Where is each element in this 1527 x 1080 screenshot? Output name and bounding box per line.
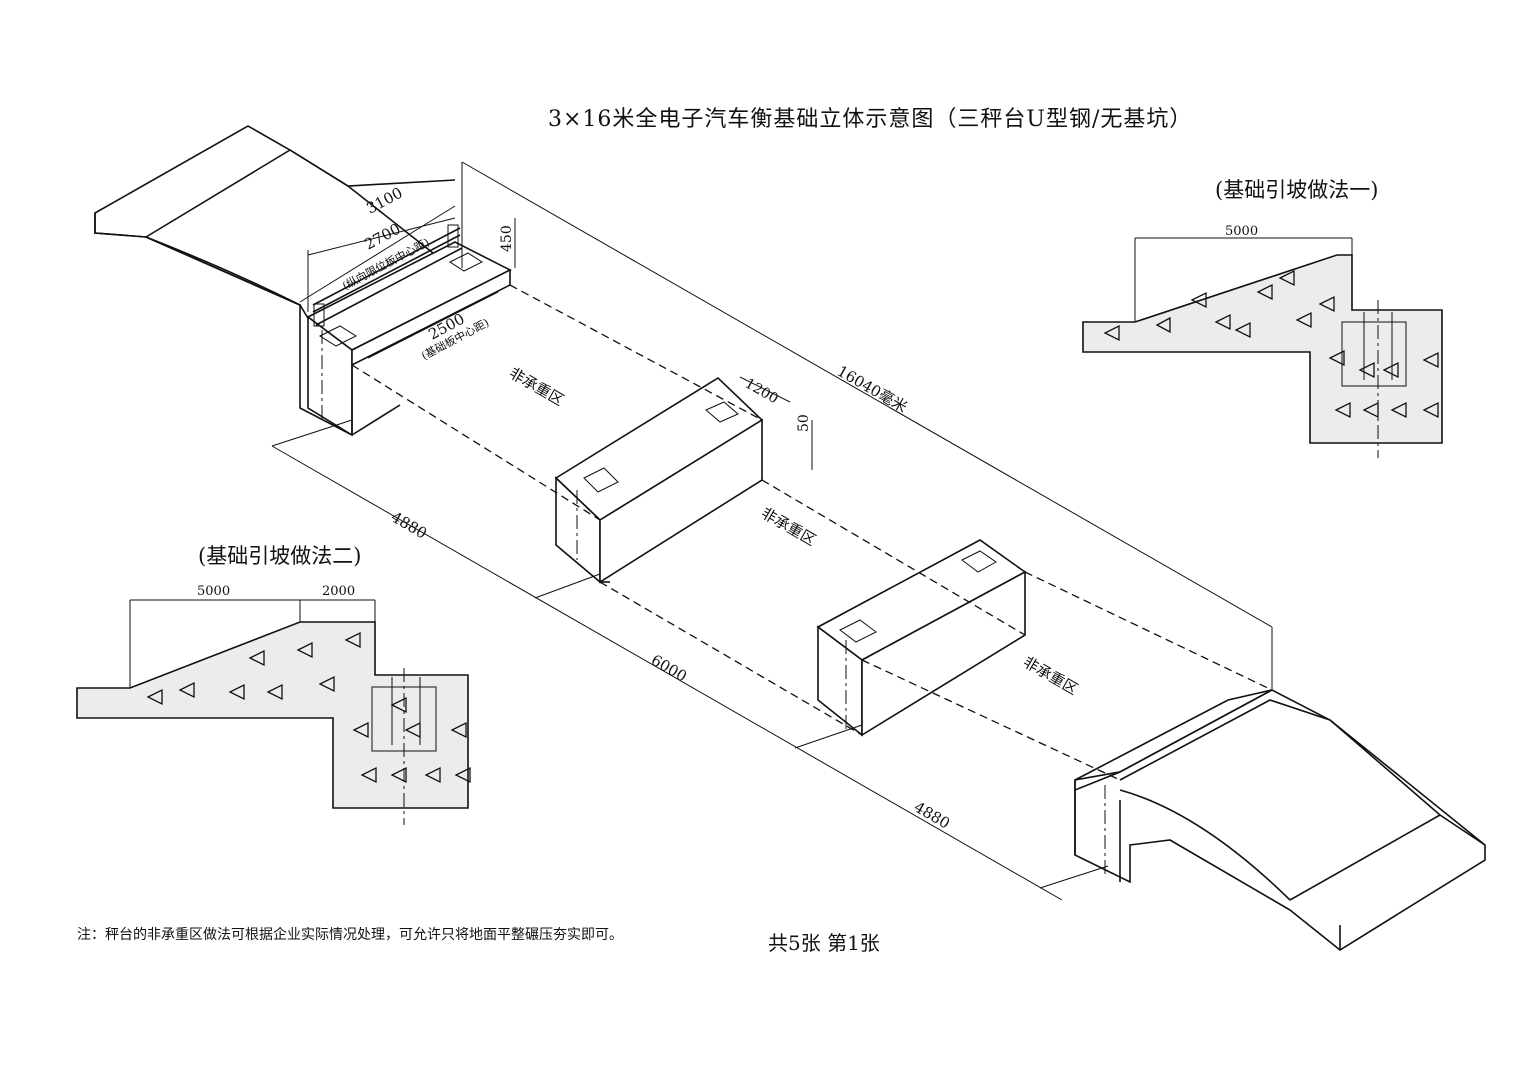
middle-foundation-block-2	[816, 539, 1027, 737]
zone-label-1: 非承重区	[506, 364, 567, 410]
dim-450: 450	[499, 225, 515, 252]
dim-3100: 3100	[363, 184, 405, 218]
sheet-number: 共5张 第1张	[768, 931, 880, 955]
detail-one-caption: (基础引坡做法一)	[1215, 178, 1379, 202]
middle-foundation-block-1	[554, 376, 764, 584]
zone-label-2: 非承重区	[758, 504, 819, 550]
left-ramp	[94, 125, 456, 436]
dim-4880-left: 4880	[388, 508, 430, 543]
zone-label-3: 非承重区	[1020, 653, 1081, 699]
dim-1200: 1200	[742, 376, 781, 408]
detail-two-caption: (基础引坡做法二)	[198, 544, 362, 568]
detail-two-dim-5000: 5000	[197, 584, 230, 599]
dim-50: 50	[796, 414, 812, 432]
detail-one-dim-5000: 5000	[1225, 224, 1258, 239]
dimension-lines	[271, 161, 1273, 901]
right-foundation-and-ramp	[1074, 689, 1486, 951]
dim-6000: 6000	[648, 651, 690, 686]
detail-two-dim-2000: 2000	[322, 584, 355, 599]
dim-16040: 16040毫米	[834, 362, 910, 416]
zone-outline-lines	[351, 284, 1273, 781]
detail-one-section: 5000	[1082, 224, 1443, 458]
footnote: 注：秤台的非承重区做法可根据企业实际情况处理，可允许只将地面平整碾压夯实即可。	[77, 927, 623, 943]
drawing-title: 3×16米全电子汽车衡基础立体示意图（三秤台U型钢/无基坑）	[548, 107, 1193, 132]
left-foundation-block	[306, 224, 512, 437]
dim-4880-right: 4880	[911, 798, 953, 833]
detail-two-section: 5000 2000	[76, 584, 471, 825]
